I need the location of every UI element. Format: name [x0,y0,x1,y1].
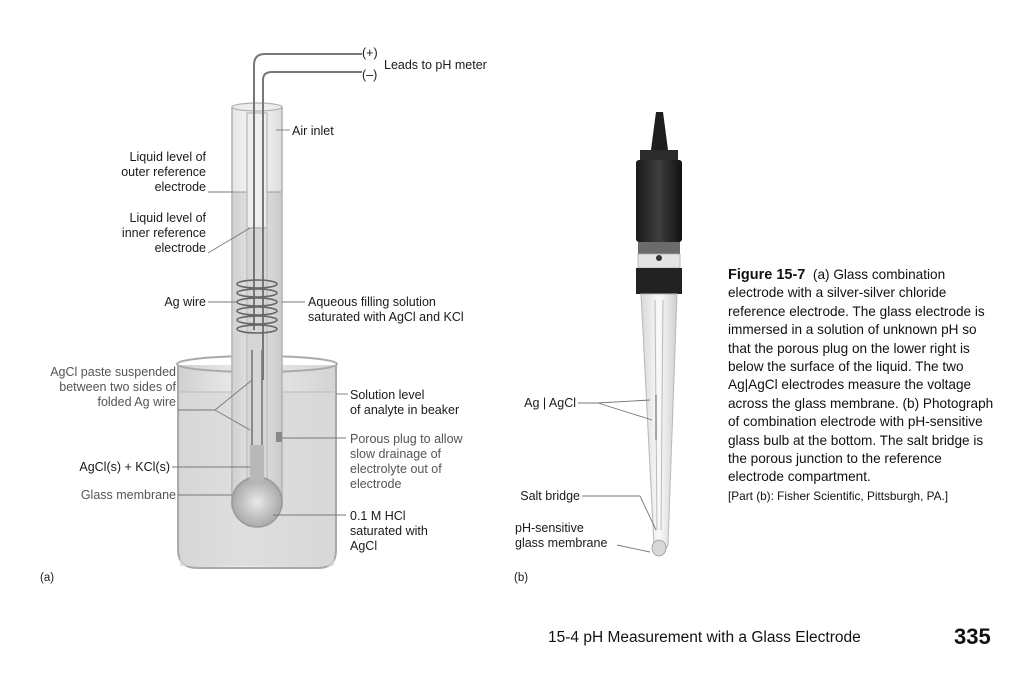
ag-agcl-label: Ag | AgCl [524,396,576,410]
porous-plug-label: Porous plug to allow slow drainage of el… [350,432,463,491]
inner-liquid-level-label: Liquid level of inner reference electrod… [121,211,206,255]
lead-minus-label: (–) [362,68,378,82]
figure-a-leader-lines [172,191,348,516]
figure-caption: Figure 15-7 (a) Glass combination electr… [728,266,996,505]
photo-credit: [Part (b): Fisher Scientific, Pittsburgh… [728,488,949,503]
ag-wire-coil [236,279,278,334]
lead-plus-label: (+) [362,46,378,60]
air-inlet-label: Air inlet [292,124,334,138]
salt-bridge-label: Salt bridge [520,489,580,503]
probe-cable-strain-relief [651,112,668,150]
probe-cap [636,160,682,242]
page-number: 335 [954,624,991,649]
outer-liquid-level-label: Liquid level of outer reference electrod… [121,150,206,194]
figure-b-leader-lines [578,399,657,553]
probe-glass-bulb [651,539,667,557]
lead-wires [253,53,362,380]
running-footer: 15-4 pH Measurement with a Glass Electro… [548,629,861,646]
panel-a-label: (a) [40,572,55,584]
porous-plug [276,432,282,442]
hcl-label: 0.1 M HCl saturated with AgCl [350,509,428,553]
ag-wire-label: Ag wire [164,295,206,309]
agcl-kcl-label: AgCl(s) + KCl(s) [79,460,170,474]
solution-level-label: Solution level of analyte in beaker [350,388,460,417]
glass-membrane-bulb [231,476,283,528]
figure-b-combination-electrode [636,112,682,557]
agcl-paste-label: AgCl paste suspended between two sides o… [50,365,176,409]
figure-number: Figure 15-7 [728,267,806,283]
aqueous-filling-solution-label: Aqueous filling solution saturated with … [308,295,464,324]
leads-to-ph-meter-label: Leads to pH meter [384,58,487,72]
glass-membrane-label: Glass membrane [80,488,176,502]
caption-text: (a) Glass combination electrode with a s… [728,267,994,485]
panel-b-label: (b) [514,572,529,584]
agcl-kcl-solid [250,445,264,481]
ph-sensitive-membrane-label: pH-sensitive glass membrane [515,521,608,550]
